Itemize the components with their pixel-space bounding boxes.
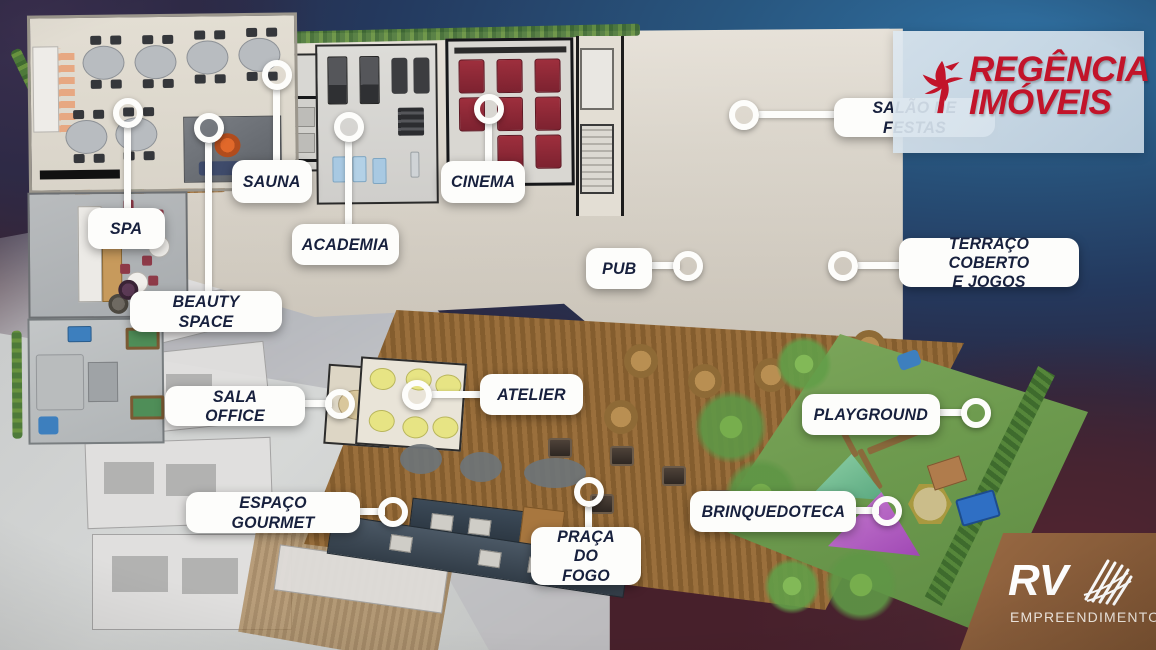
fan-logo-icon [1083,559,1133,606]
elevator-core [580,48,614,110]
label-sala-office-text: SALA OFFICE [205,386,265,425]
pin-ring-praca-do-fogo[interactable] [574,477,604,507]
brand-rv-subtitle: EMPREENDIMENTOS [1010,609,1156,625]
pin-ring-playground[interactable] [961,398,991,428]
brand-regencia-line2: IMÓVEIS [969,83,1112,123]
label-playground-text: PLAYGROUND [813,404,929,424]
label-brinquedoteca-text: BRINQUEDOTECA [701,501,845,521]
pin-ring-sauna[interactable] [262,60,292,90]
label-cinema-text: CINEMA [450,172,516,192]
zone-terraco-coberto-e-jogos [11,317,165,445]
pin-ring-brinquedoteca[interactable] [872,496,902,526]
label-espaco-gourmet-text: ESPAÇO GOURMET [231,493,315,532]
label-spa-text: SPA [110,218,143,238]
label-atelier-text: ATELIER [497,384,566,404]
brand-panel-regencia: REGÊNCIA IMÓVEIS [893,31,1150,153]
pin-stem-salao-de-festas [759,111,839,118]
label-beauty-space[interactable]: BEAUTY SPACE [130,291,282,332]
label-academia[interactable]: ACADEMIA [292,224,399,265]
label-academia-text: ACADEMIA [301,234,390,254]
label-sauna-text: SAUNA [243,171,301,191]
pin-stem-praca-do-fogo [585,507,592,529]
pin-ring-atelier[interactable] [402,380,432,410]
brand-regencia-line1: REGÊNCIA [969,50,1150,89]
pin-ring-beauty-space[interactable] [194,113,224,143]
pin-stem-terraco [858,262,906,269]
label-praca-do-fogo-text: PRAÇA DO FOGO [557,527,615,585]
label-brinquedoteca[interactable]: BRINQUEDOTECA [690,491,856,532]
label-terraco-coberto-e-jogos[interactable]: TERRAÇO COBERTO E JOGOS [899,234,1079,291]
label-playground[interactable]: PLAYGROUND [802,394,940,435]
pin-ring-academia[interactable] [334,112,364,142]
pin-ring-cinema[interactable] [474,94,504,124]
label-espaco-gourmet[interactable]: ESPAÇO GOURMET [186,492,360,533]
brand-regencia-wordmark: REGÊNCIA IMÓVEIS [969,50,1150,123]
label-sauna[interactable]: SAUNA [232,160,312,203]
pin-ring-spa[interactable] [113,98,143,128]
label-pub[interactable]: PUB [586,248,652,289]
pin-stem-cinema [485,124,492,166]
brand-rv-wordmark: RV [1008,556,1068,605]
label-atelier[interactable]: ATELIER [480,374,583,415]
label-cinema[interactable]: CINEMA [441,161,525,203]
pin-ring-terraco[interactable] [828,251,858,281]
pin-stem-brinquedoteca [849,507,879,514]
label-praca-do-fogo[interactable]: PRAÇA DO FOGO [531,527,641,585]
pin-stem-playground [937,409,967,416]
palm-tree [818,542,904,628]
pin-stem-pub [648,262,680,269]
palm-tree [760,554,824,618]
label-sala-office[interactable]: SALA OFFICE [165,386,305,426]
palm-tree [772,332,836,396]
pin-stem-sala-office [300,400,332,407]
pin-stem-beauty-space [205,143,212,293]
pin-stem-sauna [273,90,280,165]
pin-stem-academia [345,142,352,226]
pin-ring-sala-office[interactable] [325,389,355,419]
pin-stem-spa [124,128,131,214]
label-terraco-text: TERRAÇO COBERTO E JOGOS [948,233,1030,292]
pin-stem-atelier [432,391,488,398]
brand-panel-rv: RV EMPREENDIMENTOS [960,533,1156,650]
hummingbird-icon [922,60,964,114]
pin-ring-espaco-gourmet[interactable] [378,497,408,527]
stair-core-upper [580,124,614,194]
label-spa[interactable]: SPA [88,208,165,249]
label-pub-text: PUB [601,258,637,278]
pin-stem-espaco-gourmet [355,508,385,515]
label-beauty-space-text: BEAUTY SPACE [172,292,240,331]
pin-ring-salao-de-festas[interactable] [729,100,759,130]
pin-ring-pub[interactable] [673,251,703,281]
game-table [130,395,165,420]
